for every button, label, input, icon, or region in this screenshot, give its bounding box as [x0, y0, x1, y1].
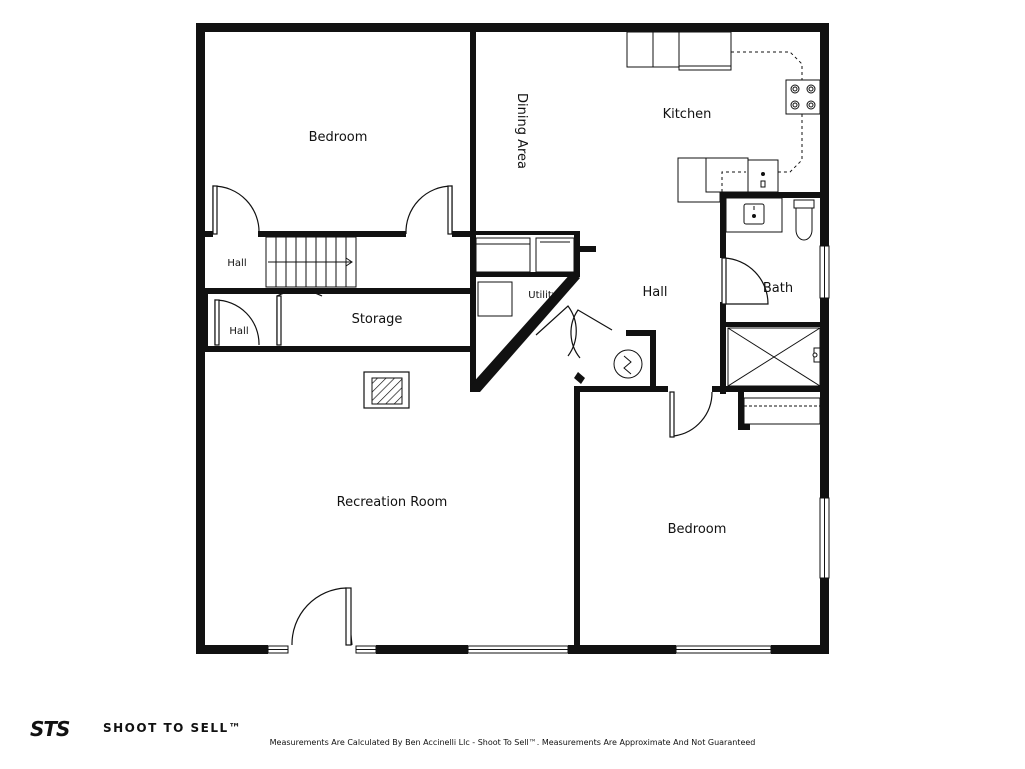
door-bedroom-top-right: [405, 185, 453, 235]
fireplace-icon: [363, 371, 410, 409]
label-storage: Storage: [352, 312, 403, 327]
stairs: [265, 236, 357, 288]
door-bedroom-bottom: [669, 391, 713, 437]
label-hall-lower-left: Hall: [229, 326, 248, 337]
label-dining-area: Dining Area: [514, 93, 529, 169]
right-windows: [819, 245, 830, 579]
kitchen-fixtures: [626, 31, 821, 203]
footer-disclaimer-text: Measurements Are Calculated By Ben Accin…: [269, 738, 756, 747]
sts-logo-icon: STS: [30, 717, 71, 741]
room-labels: Bedroom Dining Area Kitchen Hall Hall Ut…: [227, 93, 793, 537]
label-hall-upper-left: Hall: [227, 258, 246, 269]
interior-walls: [205, 23, 829, 654]
label-bath: Bath: [763, 281, 793, 296]
label-bedroom-top: Bedroom: [309, 130, 368, 145]
logo-text: SHOOT TO SELL™: [103, 721, 243, 735]
doors: [212, 185, 769, 646]
door-bath: [723, 257, 769, 305]
exterior-walls: [196, 23, 829, 654]
bath-fixtures: [725, 197, 821, 387]
label-bedroom-bottom: Bedroom: [668, 522, 727, 537]
label-utility: Utility: [528, 290, 557, 301]
door-bedroom-top-left: [212, 185, 260, 235]
bottom-windows: [267, 645, 772, 654]
utility-fixtures: [475, 237, 821, 425]
door-front: [291, 587, 353, 646]
footer-disclaimer: Measurements Are Calculated By Ben Accin…: [0, 738, 1025, 747]
label-kitchen: Kitchen: [663, 107, 712, 122]
door-storage: [276, 289, 323, 345]
door-utility: [535, 305, 577, 357]
logo-mark: STS: [30, 717, 70, 741]
label-hall-center: Hall: [643, 285, 668, 300]
label-recreation-room: Recreation Room: [337, 495, 448, 510]
door-hall-lower: [214, 299, 260, 346]
door-heater-closet: [570, 309, 613, 359]
